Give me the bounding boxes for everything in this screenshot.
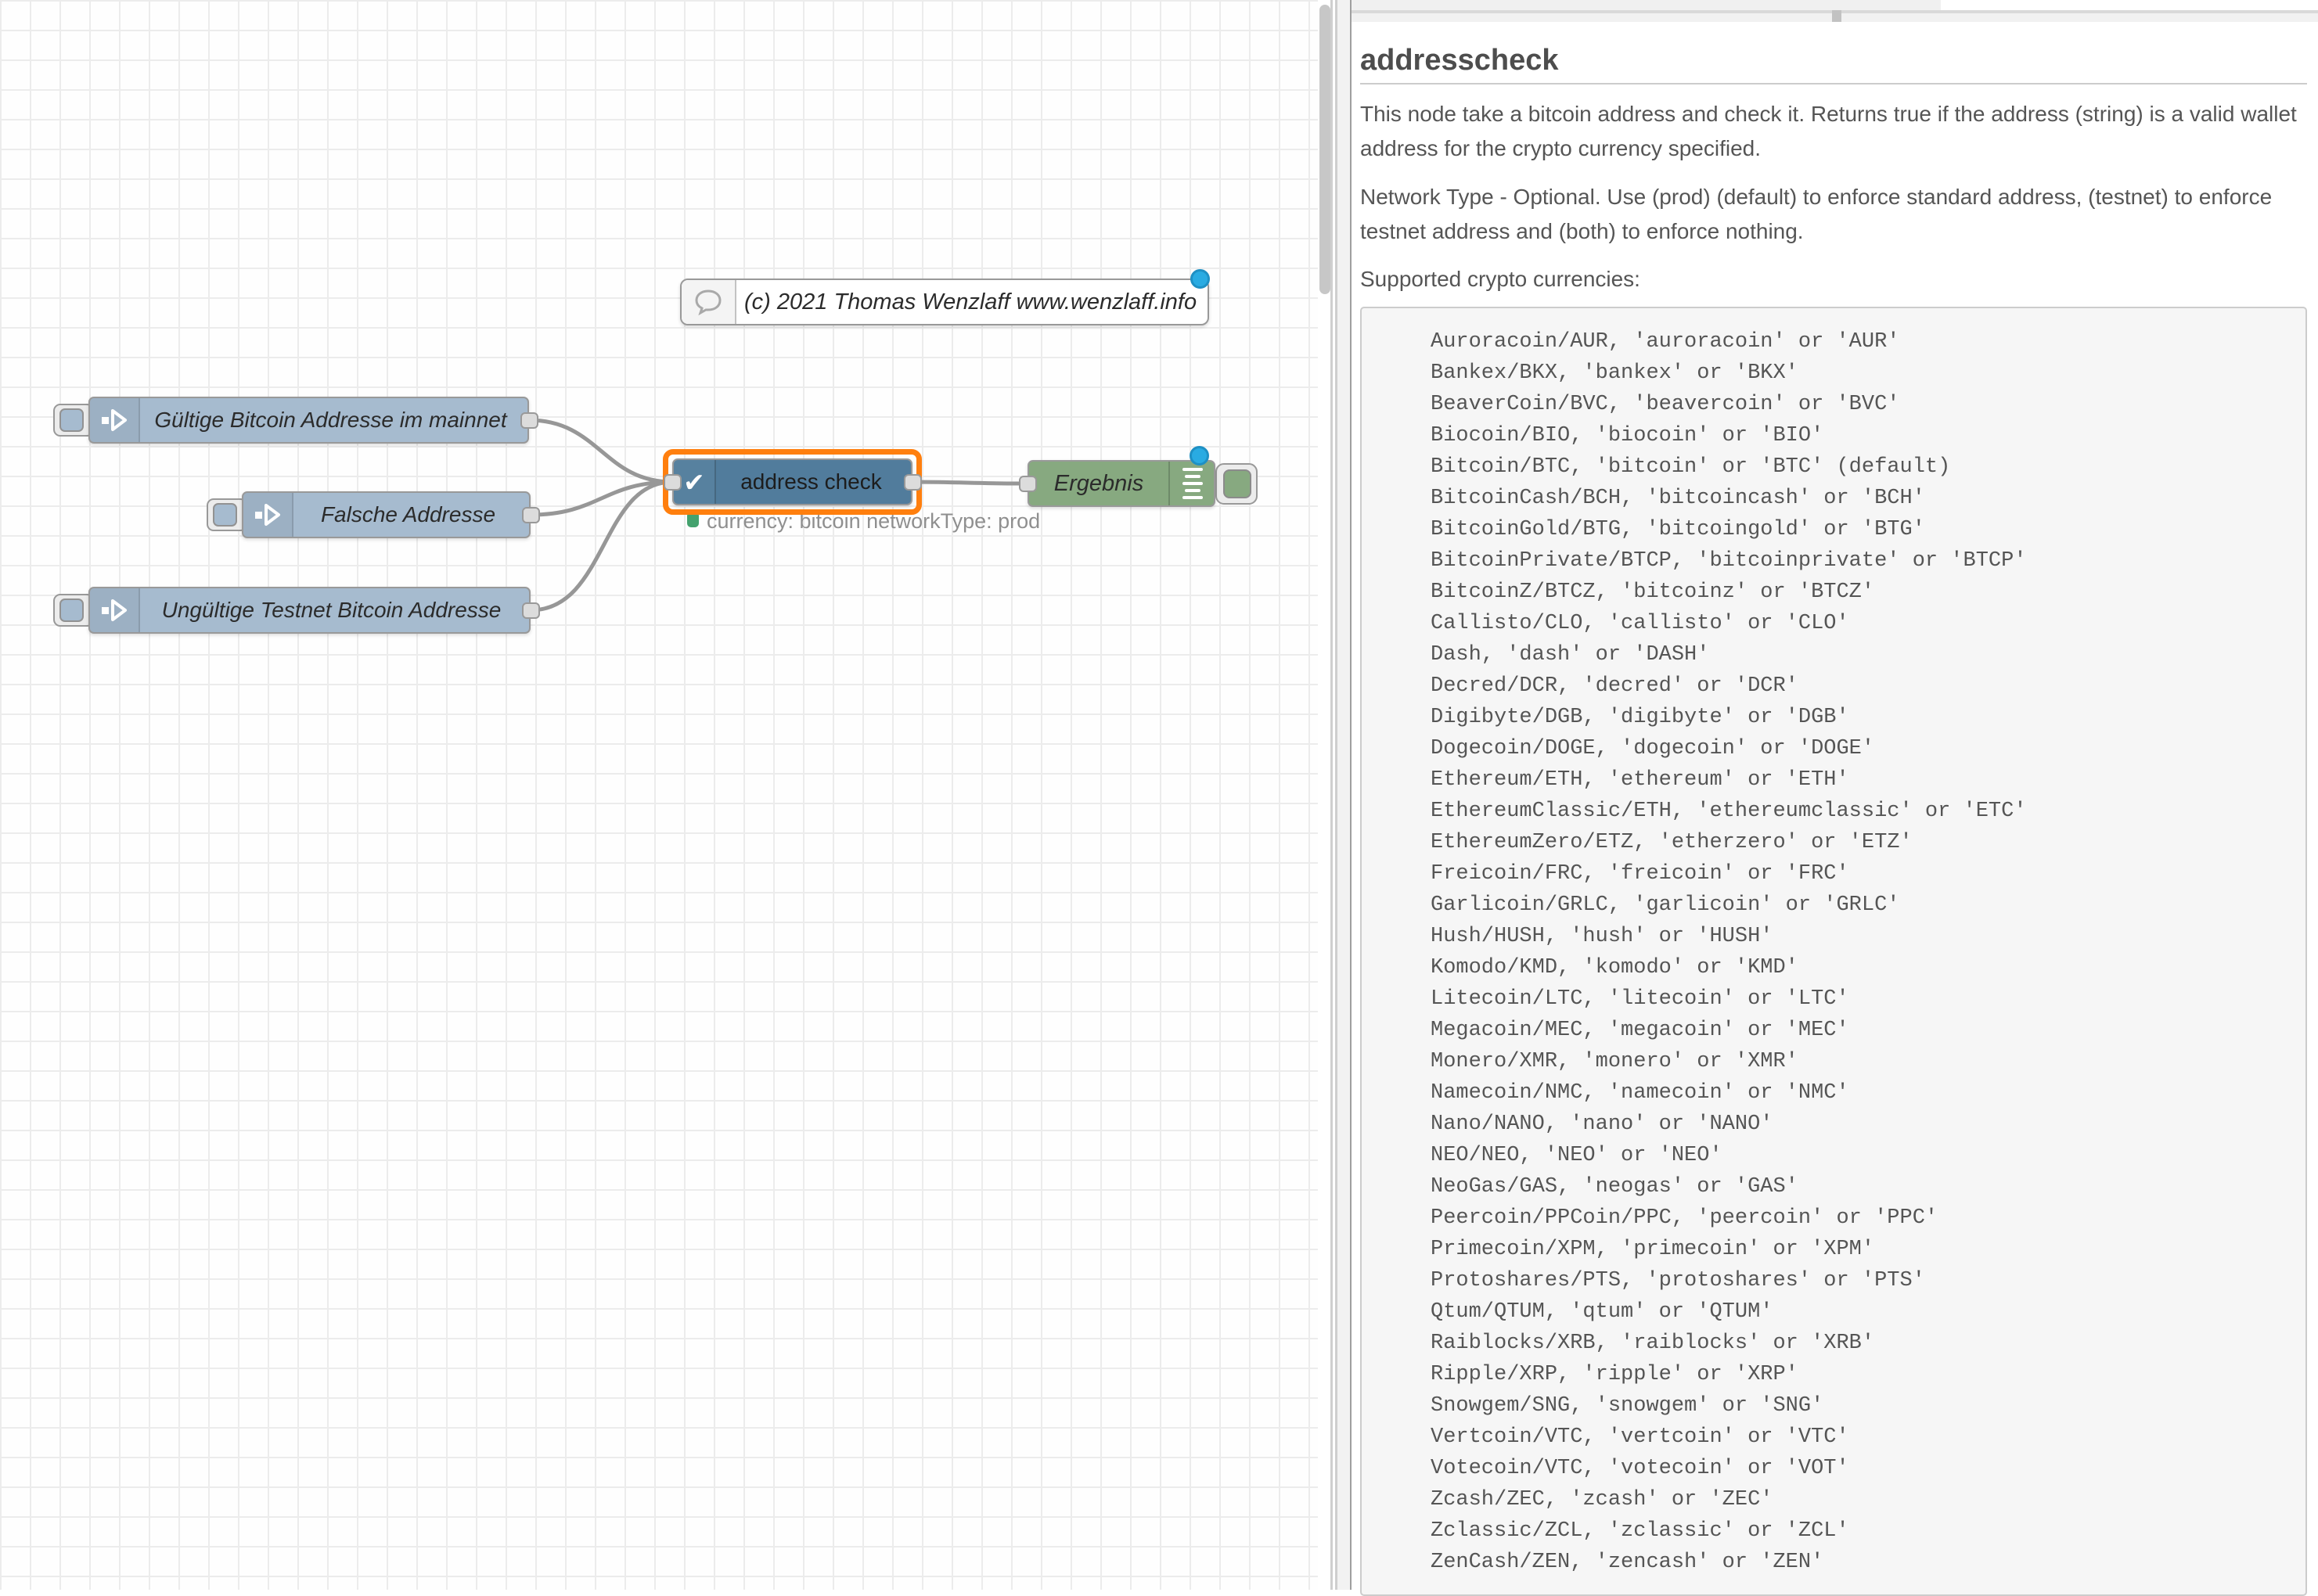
code-line: Digibyte/DGB, 'digibyte' or 'DGB' [1431, 706, 1849, 729]
help-title: addresscheck [1360, 44, 1559, 77]
code-line: ZenCash/ZEN, 'zencash' or 'ZEN' [1431, 1551, 1824, 1574]
sidebar-header-tab-area [1941, 0, 2318, 10]
code-line: Protoshares/PTS, 'protoshares' or 'PTS' [1431, 1269, 1925, 1292]
inject3-button[interactable] [53, 594, 94, 627]
inject3-button-inner [59, 598, 84, 622]
comment-changed-badge [1190, 269, 1210, 289]
help-paragraph-line: testnet address and (both) to enforce no… [1360, 219, 1804, 243]
code-line: Votecoin/VTC, 'votecoin' or 'VOT' [1431, 1457, 1849, 1480]
code-line: Ripple/XRP, 'ripple' or 'XRP' [1431, 1363, 1798, 1386]
code-line: Auroracoin/AUR, 'auroracoin' or 'AUR' [1431, 330, 1900, 354]
sidebar-separator-line [1330, 0, 1333, 1590]
code-line: BeaverCoin/BVC, 'beavercoin' or 'BVC' [1431, 393, 1900, 416]
code-line: Zcash/ZEC, 'zcash' or 'ZEC' [1431, 1488, 1773, 1512]
inject-node-3[interactable]: Ungültige Testnet Bitcoin Addresse [88, 587, 531, 634]
code-line: Komodo/KMD, 'komodo' or 'KMD' [1431, 956, 1798, 980]
debug-changed-badge [1190, 446, 1209, 466]
title-underline [1360, 83, 2307, 84]
code-line: EthereumClassic/ETH, 'ethereumclassic' o… [1431, 800, 2027, 823]
inject2-button-inner [213, 503, 237, 527]
canvas-vertical-scrollbar-thumb[interactable] [1319, 5, 1330, 294]
code-line: Callisto/CLO, 'callisto' or 'CLO' [1431, 612, 1849, 635]
addresscheck-output-port[interactable] [904, 474, 922, 491]
code-line: Qtum/QTUM, 'qtum' or 'QTUM' [1431, 1300, 1773, 1324]
node-status-text: currency: bitcoin networkType: prod [707, 509, 1041, 533]
canvas-grid [0, 0, 1318, 1590]
code-line: Dogecoin/DOGE, 'dogecoin' or 'DOGE' [1431, 737, 1875, 760]
code-line: Dash, 'dash' or 'DASH' [1431, 643, 1710, 667]
code-line: Namecoin/NMC, 'namecoin' or 'NMC' [1431, 1081, 1849, 1105]
code-line: Nano/NANO, 'nano' or 'NANO' [1431, 1113, 1773, 1136]
code-line: Bitcoin/BTC, 'bitcoin' or 'BTC' (default… [1431, 455, 1951, 479]
currency-code-block: Auroracoin/AUR, 'auroracoin' or 'AUR' Ban… [1360, 307, 2307, 1596]
comment-icon-section [682, 280, 736, 324]
code-line: Zclassic/ZCL, 'zclassic' or 'ZCL' [1431, 1519, 1849, 1543]
debug-toggle-inner [1223, 469, 1251, 498]
code-line: NEO/NEO, 'NEO' or 'NEO' [1431, 1144, 1722, 1167]
code-line: Garlicoin/GRLC, 'garlicoin' or 'GRLC' [1431, 893, 1900, 917]
sidebar-header-scroll-thumb[interactable] [1832, 10, 1841, 22]
inject-node-2[interactable]: Falsche Addresse [242, 491, 531, 538]
code-line: BitcoinZ/BTCZ, 'bitcoinz' or 'BTCZ' [1431, 581, 1875, 604]
inject2-output-port[interactable] [522, 507, 540, 523]
comment-node-label: (c) 2021 Thomas Wenzlaff www.wenzlaff.in… [744, 289, 1197, 315]
sidebar-separator-handle[interactable] [1337, 0, 1350, 1590]
code-line: NeoGas/GAS, 'neogas' or 'GAS' [1431, 1175, 1798, 1199]
inject1-button-inner [59, 408, 84, 432]
inject3-output-port[interactable] [522, 602, 540, 619]
debug-list-icon [1168, 462, 1215, 505]
inject-arrow-icon [90, 588, 140, 632]
comment-bubble-icon [695, 289, 722, 316]
inject-node-2-label: Falsche Addresse [320, 502, 496, 527]
help-paragraph-line: This node take a bitcoin address and che… [1360, 102, 2297, 126]
check-icon: ✔ [674, 460, 716, 504]
inject-arrow-icon [90, 398, 140, 442]
debug-node[interactable]: Ergebnis [1028, 460, 1215, 507]
code-line: BitcoinCash/BCH, 'bitcoincash' or 'BCH' [1431, 487, 1925, 510]
code-line: Peercoin/PPCoin/PPC, 'peercoin' or 'PPC' [1431, 1206, 1938, 1230]
inject-arrow-icon [243, 493, 293, 537]
debug-input-port[interactable] [1019, 476, 1037, 492]
debug-node-label: Ergebnis [1053, 470, 1144, 496]
sidebar-border [1350, 0, 1352, 1590]
node-status-dot [687, 512, 699, 527]
inject-node-3-label: Ungültige Testnet Bitcoin Addresse [161, 598, 502, 622]
code-line: Monero/XMR, 'monero' or 'XMR' [1431, 1050, 1798, 1073]
inject2-button[interactable] [207, 498, 247, 531]
code-line: Primecoin/XPM, 'primecoin' or 'XPM' [1431, 1238, 1875, 1261]
code-line: EthereumZero/ETZ, 'etherzero' or 'ETZ' [1431, 831, 1913, 854]
code-line: Hush/HUSH, 'hush' or 'HUSH' [1431, 925, 1773, 948]
addresscheck-node-label: address check [740, 469, 882, 494]
inject1-output-port[interactable] [520, 412, 538, 429]
code-line: Biocoin/BIO, 'biocoin' or 'BIO' [1431, 424, 1824, 448]
help-paragraph-line: Network Type - Optional. Use (prod) (def… [1360, 185, 2273, 209]
inject-node-1-label: Gültige Bitcoin Addresse im mainnet [154, 408, 507, 432]
supported-currencies-label: Supported crypto currencies: [1360, 267, 1640, 291]
comment-node[interactable]: (c) 2021 Thomas Wenzlaff www.wenzlaff.in… [680, 279, 1209, 325]
code-line: Litecoin/LTC, 'litecoin' or 'LTC' [1431, 987, 1849, 1011]
help-sidebar: addresscheck This node take a bitcoin ad… [1352, 0, 2318, 1596]
code-line: Snowgem/SNG, 'snowgem' or 'SNG' [1431, 1394, 1824, 1418]
addresscheck-input-port[interactable] [664, 474, 682, 491]
code-line: Decred/DCR, 'decred' or 'DCR' [1431, 674, 1798, 698]
code-line: Bankex/BKX, 'bankex' or 'BKX' [1431, 361, 1798, 385]
addresscheck-node[interactable]: ✔ address check [672, 458, 912, 505]
sidebar-separator-line [1335, 0, 1337, 1590]
code-line: Raiblocks/XRB, 'raiblocks' or 'XRB' [1431, 1332, 1875, 1355]
help-paragraph-line: address for the crypto currency specifie… [1360, 136, 1762, 160]
inject1-button[interactable] [53, 404, 94, 437]
inject-node-1[interactable]: Gültige Bitcoin Addresse im mainnet [88, 397, 529, 444]
flow-canvas[interactable]: (c) 2021 Thomas Wenzlaff www.wenzlaff.in… [0, 0, 1334, 1590]
code-line: Megacoin/MEC, 'megacoin' or 'MEC' [1431, 1019, 1849, 1042]
code-line: Ethereum/ETH, 'ethereum' or 'ETH' [1431, 768, 1849, 792]
code-line: BitcoinGold/BTG, 'bitcoingold' or 'BTG' [1431, 518, 1925, 541]
code-line: BitcoinPrivate/BTCP, 'bitcoinprivate' or… [1431, 549, 2027, 573]
code-line: Freicoin/FRC, 'freicoin' or 'FRC' [1431, 862, 1849, 886]
code-line: Vertcoin/VTC, 'vertcoin' or 'VTC' [1431, 1425, 1849, 1449]
